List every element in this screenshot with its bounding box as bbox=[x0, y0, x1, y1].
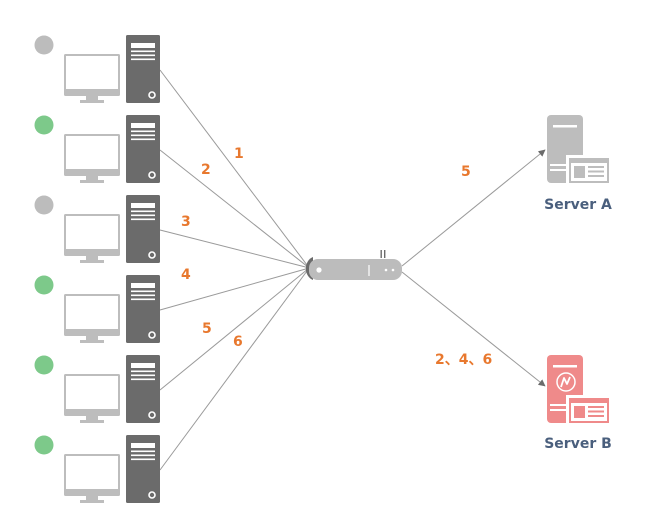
client-2[interactable] bbox=[34, 115, 161, 183]
client-links bbox=[159, 69, 308, 471]
link-client-4 bbox=[159, 268, 308, 311]
link-client-1 bbox=[159, 69, 308, 266]
link-label-2: 2 bbox=[201, 162, 211, 178]
monitor-icon bbox=[64, 134, 120, 183]
link-client-6 bbox=[159, 270, 308, 471]
load-balancer-icon[interactable] bbox=[305, 250, 402, 280]
status-indicator-offline bbox=[34, 195, 54, 215]
client-3[interactable] bbox=[34, 195, 161, 263]
monitor-icon bbox=[64, 454, 120, 503]
computer-tower-icon bbox=[126, 35, 160, 103]
monitor-icon bbox=[64, 374, 120, 423]
link-client-3 bbox=[159, 229, 308, 268]
monitor-icon bbox=[64, 214, 120, 263]
status-indicator-online bbox=[34, 435, 54, 455]
server-alert-icon bbox=[547, 355, 611, 425]
status-indicator-online bbox=[34, 115, 54, 135]
client-4[interactable] bbox=[34, 275, 161, 343]
link-client-2 bbox=[159, 149, 308, 267]
link-client-5 bbox=[159, 269, 308, 391]
link-label-4: 4 bbox=[181, 267, 191, 283]
route-label-server-a: 5 bbox=[461, 164, 471, 180]
computer-tower-icon bbox=[126, 275, 160, 343]
link-to-server-b bbox=[401, 271, 546, 387]
status-indicator-online bbox=[34, 355, 54, 375]
link-label-1: 1 bbox=[234, 146, 244, 162]
status-indicator-offline bbox=[34, 35, 54, 55]
link-label-5: 5 bbox=[202, 321, 212, 337]
route-label-server-b: 2、4、6 bbox=[435, 352, 492, 368]
client-5[interactable] bbox=[34, 355, 161, 423]
server-b-label: Server B bbox=[544, 436, 612, 452]
link-label-6: 6 bbox=[233, 334, 243, 350]
server-b[interactable]: Server B bbox=[544, 355, 612, 452]
link-labels: 1 2 3 4 5 6 bbox=[181, 146, 244, 350]
monitor-icon bbox=[64, 54, 120, 103]
computer-tower-icon bbox=[126, 195, 160, 263]
status-indicator-online bbox=[34, 275, 54, 295]
server-a-label: Server A bbox=[544, 197, 612, 213]
computer-tower-icon bbox=[126, 355, 160, 423]
server-a[interactable]: Server A bbox=[544, 115, 612, 213]
link-label-3: 3 bbox=[181, 214, 191, 230]
client-6[interactable] bbox=[34, 435, 161, 503]
link-to-server-a bbox=[401, 149, 546, 267]
computer-tower-icon bbox=[126, 115, 160, 183]
server-icon bbox=[547, 115, 611, 185]
computer-tower-icon bbox=[126, 435, 160, 503]
monitor-icon bbox=[64, 294, 120, 343]
client-list bbox=[34, 35, 161, 503]
client-1[interactable] bbox=[34, 35, 161, 103]
